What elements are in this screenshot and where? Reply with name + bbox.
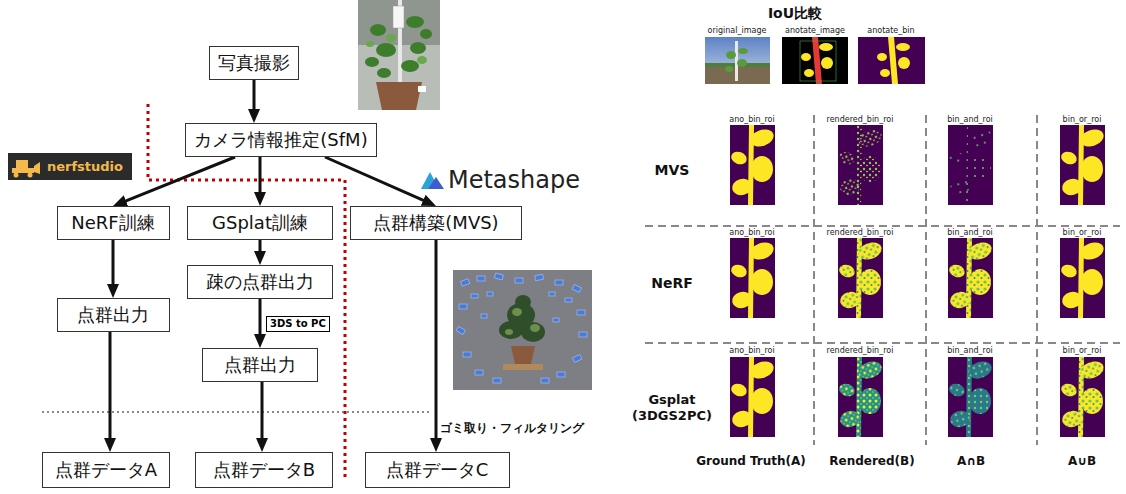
process-box: 疎の点群出力	[187, 265, 333, 299]
mask-thumb	[729, 125, 776, 205]
flow-arrow	[259, 299, 262, 338]
box-text: 点群データB	[213, 460, 315, 481]
flow-arrow	[112, 240, 115, 288]
process-box: NeRF訓練	[57, 206, 170, 240]
filter-line	[42, 411, 430, 413]
box-text: 写真撮影	[218, 53, 290, 74]
point-cloud-image	[453, 270, 592, 390]
mask-thumb	[729, 238, 776, 318]
plant-photo	[358, 0, 440, 110]
process-box: 点群構築(MVS)	[350, 206, 522, 240]
annotated-bin	[858, 37, 925, 84]
annotated-image	[782, 37, 848, 84]
flow-arrow	[325, 157, 427, 202]
text-label: Rendered(B)	[829, 454, 914, 468]
text-label: ano_bin_roi	[729, 346, 774, 356]
text-label: ano_bin_roi	[729, 115, 774, 125]
mask-thumb	[947, 357, 994, 437]
process-box: 点群データB	[195, 452, 333, 488]
box-text: NeRF訓練	[71, 213, 154, 234]
grid-separators	[645, 115, 1120, 445]
text-label: original_image	[708, 26, 767, 36]
process-box: カメラ情報推定(SfM)	[185, 123, 377, 157]
text-label: Gsplat (3DGS2PC)	[631, 392, 713, 423]
text-label: rendered_bin_roi	[827, 115, 894, 125]
box-text: カメラ情報推定(SfM)	[194, 130, 367, 151]
mask-thumb	[1059, 125, 1106, 205]
text-label: ano_bin_roi	[729, 228, 774, 238]
text-label: MVS	[655, 162, 690, 179]
original-image	[705, 37, 770, 84]
process-box: 点群データA	[42, 452, 170, 488]
text-label: A∪B	[1068, 454, 1096, 468]
mask-thumb	[947, 238, 994, 318]
text-label: bin_or_roi	[1063, 228, 1102, 238]
flow-arrow	[259, 240, 262, 255]
box-text: 点群出力	[224, 355, 296, 376]
text-label: Ground Truth(A)	[696, 454, 806, 468]
edge-label: 3DS to PC	[266, 316, 330, 332]
text-label: rendered_bin_roi	[827, 346, 894, 356]
text-label: bin_or_roi	[1063, 115, 1102, 125]
flow-arrow	[109, 332, 112, 442]
process-box: 点群データC	[365, 452, 510, 488]
mask-thumb	[837, 238, 884, 318]
flow-arrow	[122, 157, 235, 202]
text-label: anotate_bin	[867, 26, 914, 36]
box-text: 点群構築(MVS)	[373, 213, 498, 234]
text-label: bin_or_roi	[1063, 346, 1102, 356]
mask-thumb	[837, 357, 884, 437]
flow-arrow	[253, 80, 256, 113]
text-label: A∩B	[957, 454, 985, 468]
boundary-line	[148, 104, 345, 478]
flow-arrow	[259, 157, 262, 196]
text-label: nerfstudio	[47, 159, 123, 175]
box-text: GSplat訓練	[212, 213, 308, 234]
text-label: rendered_bin_roi	[827, 228, 894, 238]
box-text: 点群出力	[77, 305, 149, 326]
process-box: 点群出力	[57, 298, 170, 332]
flow-arrow	[261, 382, 264, 442]
text-label: Metashape	[448, 166, 580, 195]
process-box: 写真撮影	[209, 46, 299, 80]
text-label: bin_and_roi	[947, 346, 993, 356]
text-label: IoU比較	[768, 5, 822, 22]
box-text: 点群データA	[55, 460, 157, 481]
mask-thumb	[837, 125, 884, 205]
mask-thumb	[1059, 238, 1106, 318]
mask-thumb	[1059, 357, 1106, 437]
mask-thumb	[947, 125, 994, 205]
nerfstudio-logo	[8, 153, 132, 180]
metashape-icon	[421, 172, 444, 189]
text-label: anotate_image	[785, 26, 845, 36]
process-box: GSplat訓練	[187, 206, 333, 240]
flow-arrow	[435, 240, 438, 442]
text-label: ゴミ取り・フィルタリング	[440, 421, 584, 435]
mask-thumb	[729, 357, 776, 437]
process-box: 点群出力	[202, 348, 318, 382]
box-text: 疎の点群出力	[206, 272, 314, 293]
text-label: bin_and_roi	[947, 115, 993, 125]
text-label: NeRF	[651, 275, 693, 292]
box-text: 点群データC	[386, 460, 489, 481]
text-label: bin_and_roi	[947, 228, 993, 238]
